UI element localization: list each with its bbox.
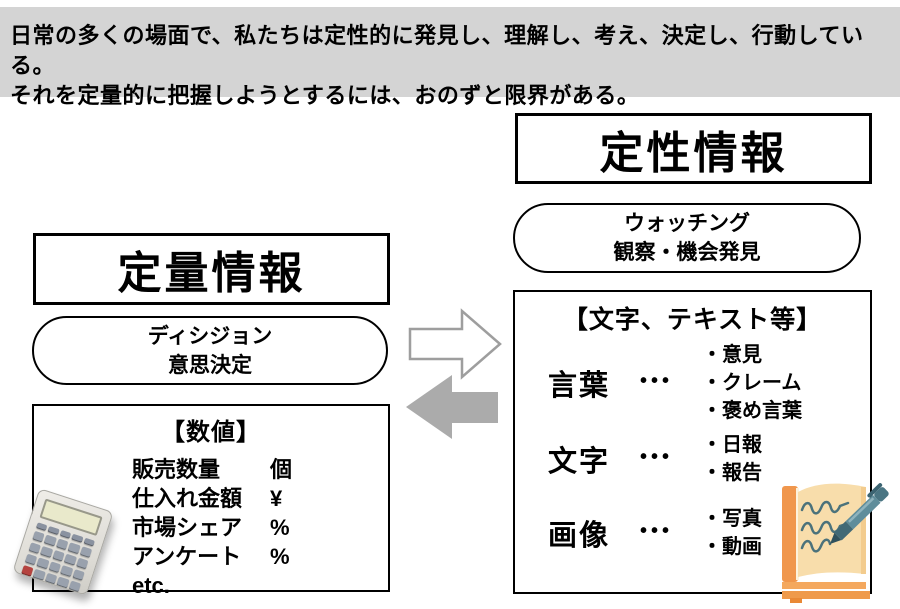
metric-unit: % [270,544,290,569]
calculator-keys [21,522,95,593]
quantitative-title: 定量情報 [117,249,306,298]
example-list: ・意見 ・クレーム ・褒め言葉 [702,341,802,425]
ellipsis-dots: ••• [640,520,674,542]
qualitative-title: 定性情報 [599,128,788,178]
quantitative-panel-header: 【数値】 [161,419,261,446]
qualitative-data-box: 【文字、テキスト等】 [513,290,872,594]
metric-label: etc. [132,573,170,598]
example-list: ・日報 ・報告 [702,431,762,487]
quantitative-process-line-2: 意思決定 [168,353,252,377]
quantitative-table: 販売数量 個 仕入れ金額 ¥ 市場シェア % アンケート % etc. [132,455,388,600]
ellipsis-dots: ••• [640,370,674,392]
example-item: ・写真 [702,508,762,530]
table-row: 市場シェア % [132,513,388,542]
example-item: ・褒め言葉 [702,400,802,422]
qualitative-process-line-2: 観察・機会発見 [613,241,761,264]
list-item: 言葉 ••• ・意見 ・クレーム ・褒め言葉 [548,340,864,426]
media-term: 画像 [548,520,611,552]
quantitative-process-line-1: ディシジョン [147,324,273,348]
table-row: 仕入れ金額 ¥ [132,484,388,513]
media-term: 文字 [548,446,611,478]
metric-unit: % [270,515,290,540]
qualitative-process-line-1: ウォッチング [624,212,750,235]
arrow-left-icon [406,375,498,439]
intro-banner: 日常の多くの場面で、私たちは定性的に発見し、理解し、考え、決定し、行動している。… [0,7,900,108]
table-row: 販売数量 個 [132,455,388,484]
qualitative-title-box: 定性情報 [515,113,872,184]
ellipsis-dots: ••• [640,446,674,468]
example-list: ・写真 ・動画 [702,505,762,561]
flow-arrows [406,308,502,439]
calculator-icon [2,488,124,608]
quantitative-process-pill: ディシジョン 意思決定 [32,316,388,385]
qualitative-process-pill: ウォッチング 観察・機会発見 [513,203,861,273]
arrow-right-icon [408,308,502,380]
list-item: 文字 ••• ・日報 ・報告 [548,430,864,488]
media-term: 言葉 [548,370,611,402]
intro-line-1: 日常の多くの場面で、私たちは定性的に発見し、理解し、考え、決定し、行動している。 [10,23,864,78]
metric-label: 市場シェア [132,515,243,540]
notebook-spine [782,486,798,582]
handwriting-squiggles [800,500,850,553]
calculator-body [12,488,114,596]
list-item: 画像 ••• ・写真 ・動画 [548,504,864,562]
metric-label: アンケート [132,544,242,569]
table-row: アンケート % [132,542,388,571]
quantitative-title-box: 定量情報 [33,233,390,305]
table-row: etc. [132,571,388,600]
metric-unit: ¥ [270,486,283,511]
metric-label: 販売数量 [132,457,221,482]
example-item: ・クレーム [702,372,802,394]
example-item: ・報告 [702,462,762,484]
qualitative-panel-header: 【文字、テキスト等】 [562,306,823,334]
intro-line-2: それを定量的に把握しようとするには、おのずと限界がある。 [10,83,640,108]
metric-unit: 個 [270,457,293,482]
example-item: ・動画 [702,536,762,558]
notebook-icon [782,483,889,603]
example-item: ・日報 [702,434,762,456]
pen-icon [830,483,889,544]
metric-label: 仕入れ金額 [132,486,243,511]
example-item: ・意見 [702,344,762,366]
